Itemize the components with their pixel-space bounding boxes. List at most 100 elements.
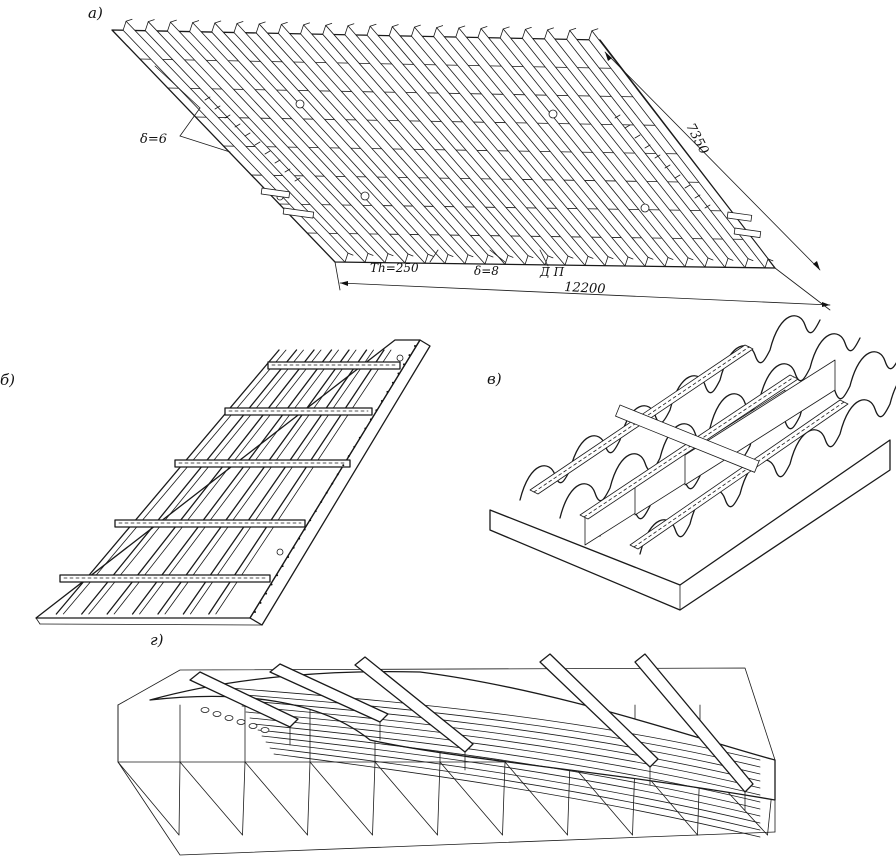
dim-arrow xyxy=(813,261,820,270)
panel-a-stiffener-end xyxy=(567,255,574,259)
panel-a-stiffener-top xyxy=(414,24,421,28)
leader-line xyxy=(154,65,201,109)
panel-v-corrugated-section: в) xyxy=(487,315,896,611)
panel-g-cutout xyxy=(200,707,210,713)
panel-g-cutout xyxy=(224,715,234,721)
panel-a-stiffener-end xyxy=(407,253,414,257)
leader-line xyxy=(429,249,439,263)
panel-g-construction-line xyxy=(437,761,441,836)
dim-line-length xyxy=(339,282,831,306)
panel-b-stiffener xyxy=(131,349,333,615)
dim-extension xyxy=(599,39,613,57)
panel-b-rivet xyxy=(270,583,273,586)
panel-g-stiffener xyxy=(233,693,761,768)
panel-a-stiffener-end xyxy=(467,254,474,258)
panel-a-weld-tick xyxy=(294,177,301,182)
panel-b-beam xyxy=(59,574,271,583)
panel-b-rivet xyxy=(386,390,389,393)
panel-b-rivet xyxy=(276,574,279,577)
panel-v-flange-rivets xyxy=(533,346,750,493)
panel-g-construction-line xyxy=(244,761,308,836)
panel-a-stiffener-top xyxy=(147,19,155,23)
panel-b-framed-section: б) xyxy=(0,339,431,626)
panel-b-stiffener-edge xyxy=(164,349,357,615)
panel-a-stiffener-top xyxy=(192,20,200,23)
panel-a-weld-tick xyxy=(634,134,641,139)
panel-b-rivet xyxy=(303,528,306,531)
panel-a-weld-tick xyxy=(644,144,651,149)
panel-g-stiffener xyxy=(273,753,761,838)
panel-g-construction-line xyxy=(502,761,506,836)
panel-b-rivet xyxy=(347,455,350,458)
panel-g-stiffener xyxy=(269,747,761,831)
leader-line xyxy=(489,249,506,263)
dim-arrow xyxy=(340,281,348,286)
panel-b-stiffener-edge xyxy=(62,349,287,615)
panel-a-stiffener-end xyxy=(547,255,554,259)
dim-extension xyxy=(334,261,341,291)
panel-v-flange-rivets xyxy=(633,401,845,548)
panel-a-weld-tick xyxy=(214,105,221,110)
panel-g-frame-web xyxy=(189,671,299,728)
panel-a-stiffener-top xyxy=(347,23,355,27)
dim-extension xyxy=(774,267,831,311)
panel-b-rivet xyxy=(320,500,323,503)
label-thickness-bottom: δ=8 xyxy=(474,264,499,278)
panel-b-rivet xyxy=(342,464,345,467)
panel-a-weld-tick xyxy=(664,164,671,169)
dim-arrow xyxy=(605,52,612,61)
panel-b-rivet xyxy=(369,418,372,421)
panel-g-stiffener xyxy=(229,687,761,761)
panel-v-cross-plate xyxy=(615,404,760,473)
panel-b-stiffener xyxy=(157,349,350,615)
panel-g-construction-line xyxy=(374,761,438,836)
panel-b-stiffener xyxy=(55,349,280,615)
panel-b-rivet xyxy=(358,436,361,439)
panel-g-frame-web xyxy=(354,656,474,753)
panel-g-cutout xyxy=(236,719,246,725)
panel-b-rivet xyxy=(298,537,301,540)
panel-g-stiffener xyxy=(245,711,761,789)
panel-g-construction-line xyxy=(439,761,503,836)
panel-b-rivet xyxy=(259,601,262,604)
panel-g-construction-line xyxy=(567,761,571,836)
panel-g-construction-line xyxy=(504,761,568,836)
panel-g-curved-grillage: г) xyxy=(117,631,776,856)
panel-g-stiffener xyxy=(261,735,761,817)
panel-b-rivet xyxy=(397,372,400,375)
panel-g-stiffener xyxy=(241,705,761,782)
panel-b-stiffener xyxy=(208,349,385,615)
panel-a-stiffener-top xyxy=(524,27,532,30)
panel-b-rivet xyxy=(309,519,312,522)
panel-a-stiffener-top xyxy=(325,22,333,26)
panel-a-weld-tick xyxy=(624,124,631,129)
panel-a-weld-tick xyxy=(244,132,251,137)
panel-b-rivet xyxy=(325,491,328,494)
panel-a-stiffener-end xyxy=(507,254,514,258)
panel-v-flange-rivets xyxy=(583,376,795,518)
panel-a-weld-tick xyxy=(284,168,291,173)
panel-a-stiffener-end xyxy=(367,253,374,256)
panel-b-rivet xyxy=(380,400,383,403)
panel-a-weld-tick xyxy=(684,184,691,189)
panel-a-weld-tick xyxy=(234,123,241,128)
panel-b-hole xyxy=(276,548,284,556)
panel-g-cutout xyxy=(260,727,270,733)
panel-g-cutout xyxy=(248,723,258,729)
panel-a-stiffener-top xyxy=(502,26,510,30)
panel-a-weld-tick xyxy=(704,204,711,209)
panel-a-weld-tick xyxy=(254,141,261,146)
panel-b-rivet xyxy=(331,482,334,485)
panel-a-stiffener-end xyxy=(667,257,674,260)
panel-a-stiffener-end xyxy=(607,256,614,260)
panel-b-edge-line xyxy=(39,623,263,626)
panel-b-beam xyxy=(224,407,373,416)
panel-b-rivet xyxy=(287,555,290,558)
panel-a-stiffener-end xyxy=(627,256,634,260)
panel-a-stiffener-top xyxy=(258,21,266,25)
panel-a-stiffener-end xyxy=(767,258,774,262)
panel-a-stiffener-end xyxy=(707,257,714,261)
leader-line xyxy=(179,107,201,137)
panel-a-stiffener-end xyxy=(487,254,494,258)
